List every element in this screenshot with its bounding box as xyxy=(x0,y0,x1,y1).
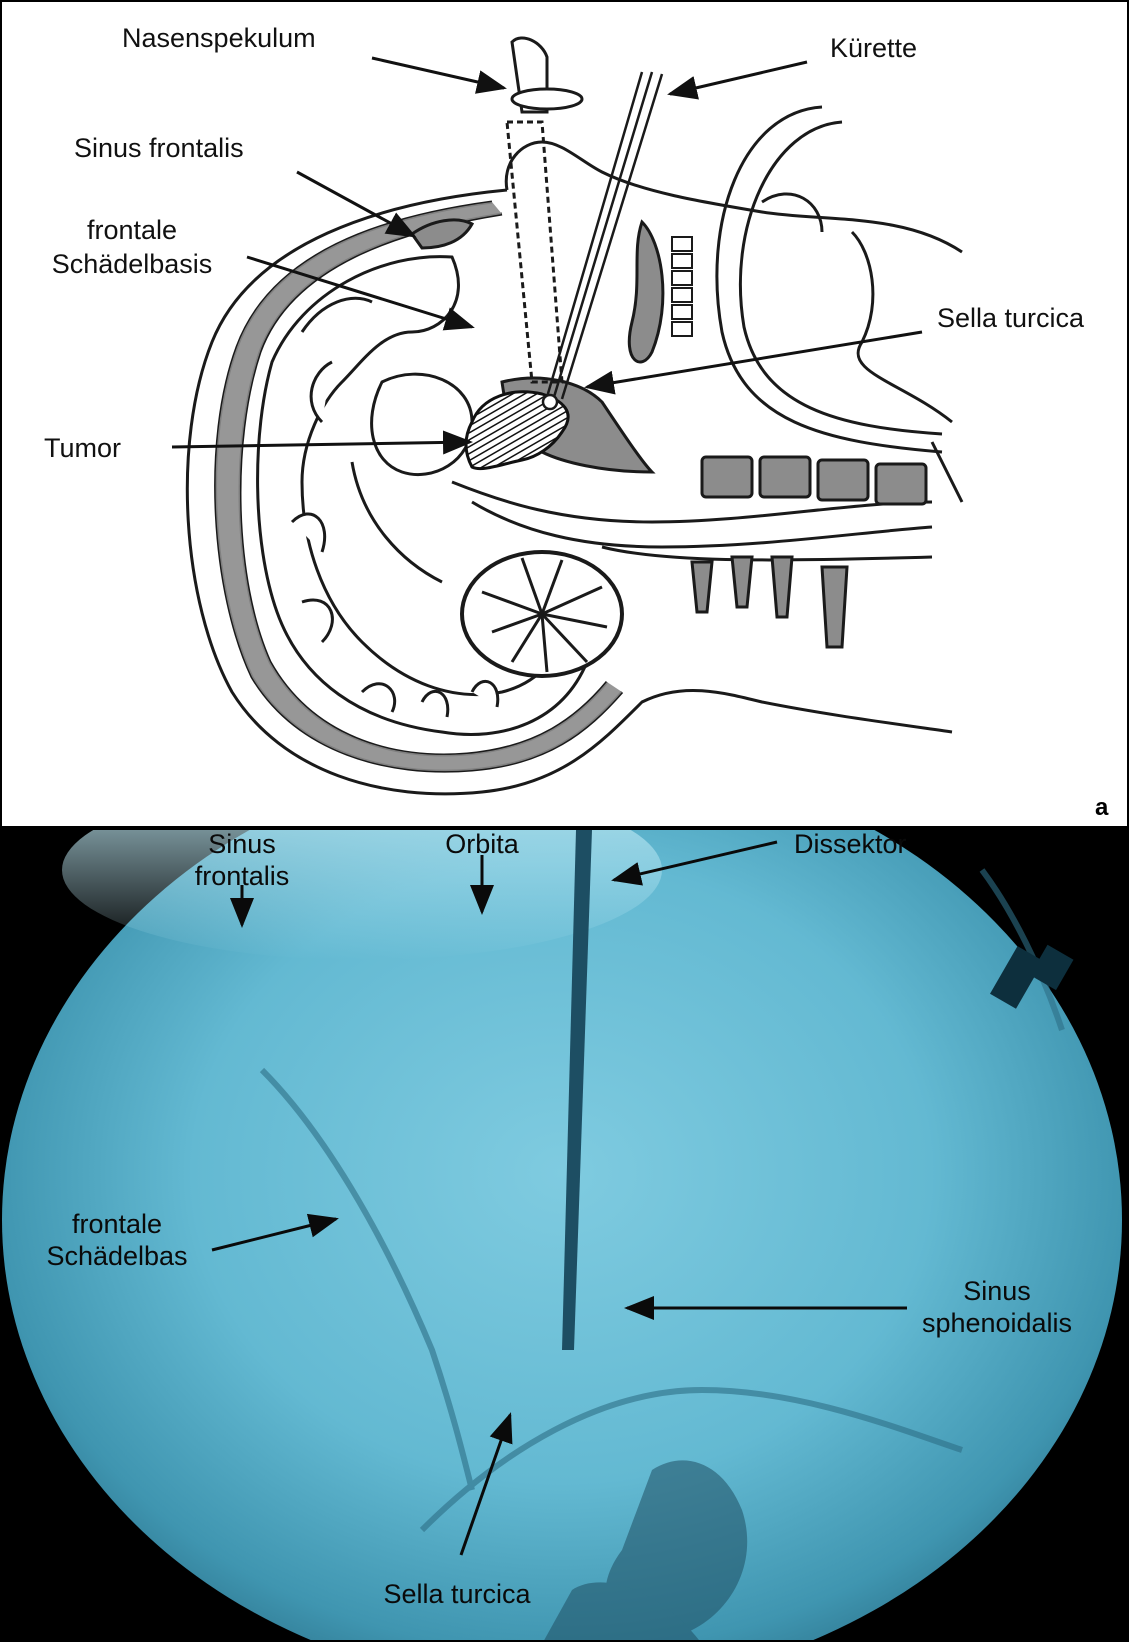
arrow-kurette xyxy=(670,62,807,94)
label-nasenspekulum: Nasenspekulum xyxy=(122,22,316,55)
label-sella-turcica-b: Sella turcica xyxy=(332,1578,582,1611)
label-orbita: Orbita xyxy=(412,828,552,861)
label-frontale-schaedelbasis-line2: Schädelbasis xyxy=(32,248,232,281)
arrow-sinus-frontalis xyxy=(297,172,414,236)
label-dissektor: Dissektor xyxy=(794,828,907,861)
palate-teeth xyxy=(672,237,692,336)
label-sinus-frontalis-b-line1: Sinus xyxy=(172,828,312,861)
label-frontale-schaedelbas-line2: Schädelbas xyxy=(22,1240,212,1273)
nasal-speculum xyxy=(507,38,582,382)
label-sinus-frontalis: Sinus frontalis xyxy=(74,132,244,165)
label-frontale-schaedelbasis-line1: frontale xyxy=(32,214,232,247)
panel-a-drawing: Nasenspekulum Kürette Sinus frontalis fr… xyxy=(0,0,1129,828)
label-sinus-sphenoidalis-line1: Sinus xyxy=(912,1275,1082,1308)
sagittal-head-illustration xyxy=(2,2,1129,828)
label-sinus-frontalis-b-line2: frontalis xyxy=(172,860,312,893)
vertebrae xyxy=(692,457,926,647)
panel-letter-b: b xyxy=(1097,1605,1112,1633)
panel-b-xray: Sinus frontalis Orbita Dissektor frontal… xyxy=(0,828,1129,1642)
endotracheal-tube xyxy=(717,107,942,452)
panel-letter-a: a xyxy=(1095,794,1108,822)
label-sella-turcica-a: Sella turcica xyxy=(937,302,1084,335)
cerebellum xyxy=(462,552,622,676)
label-sinus-sphenoidalis-line2: sphenoidalis xyxy=(912,1307,1082,1340)
label-kurette: Kürette xyxy=(830,32,917,65)
label-frontale-schaedelbas-line1: frontale xyxy=(22,1208,212,1241)
label-tumor: Tumor xyxy=(44,432,121,465)
arrow-nasenspekulum xyxy=(372,58,504,88)
